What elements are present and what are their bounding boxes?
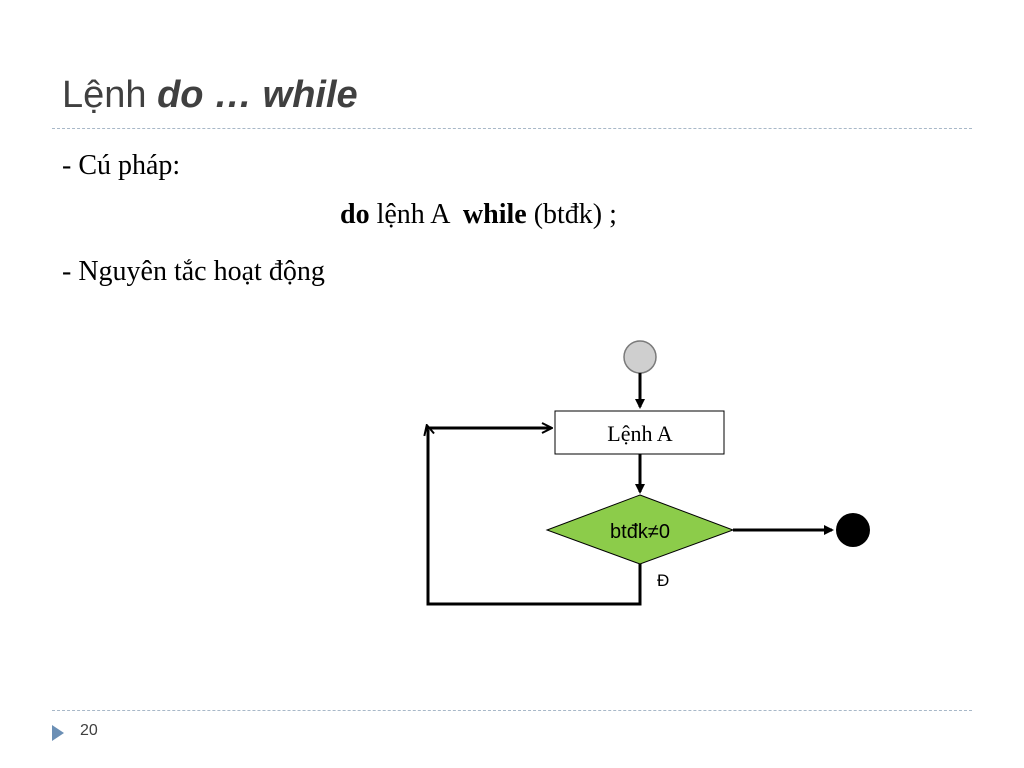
true-branch-label: Đ [657,571,669,590]
process-label: Lệnh A [607,421,672,446]
syntax-cond: (btđk) ; [526,199,617,230]
bullet-principle: - Nguyên tắc hoạt động [62,256,325,287]
title-keyword: do … while [157,74,358,116]
syntax-line: do lệnh A while (btđk) ; [340,199,617,231]
page-number: 20 [80,722,98,739]
start-node [623,340,657,374]
syntax-kw-do: do [340,199,370,230]
bullet-syntax: - Cú pháp: [62,150,181,181]
title-divider [52,128,972,129]
loop-back-arrowhead [427,426,428,430]
title-prefix: Lệnh [62,74,158,116]
process-box [554,410,725,455]
end-node [836,513,870,547]
slide-title: Lệnh do … while [62,74,358,117]
footer-divider [52,710,972,711]
decision-label: btđk≠0 [610,521,670,543]
syntax-stmt: lệnh A [369,199,456,230]
syntax-kw-while: while [462,199,527,230]
footer-triangle-icon [52,725,64,741]
loop-back-line [426,430,642,606]
